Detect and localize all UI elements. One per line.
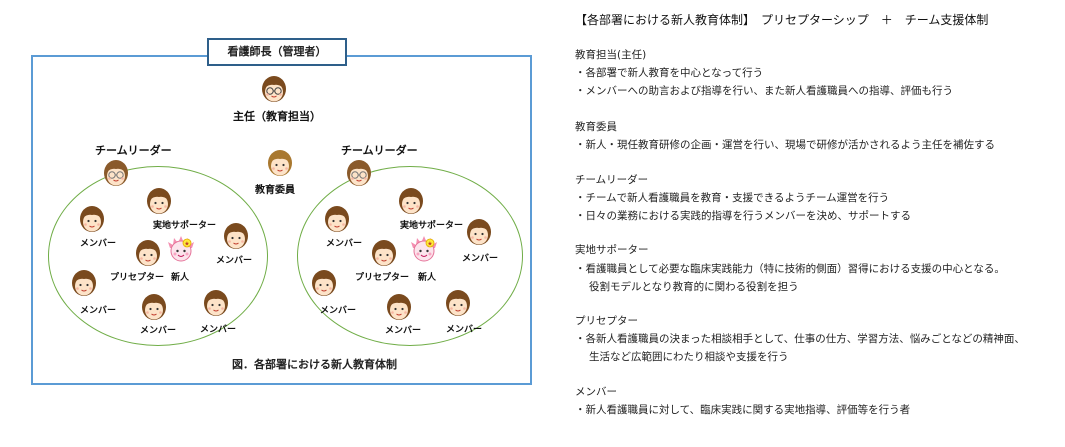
team-left-member-face-icon [70,268,98,298]
section-title-field-supporter: 実地サポーター [575,244,649,256]
section-line: ・新人・現任教育研修の企画・運営を行い、現場で研修が活かされるよう主任を補佐する [575,139,995,151]
team-right-field-supporter-face-icon [397,186,425,216]
team-left-leader-label: チームリーダー [95,144,172,157]
team-left-ellipse [48,166,268,346]
team-right-new-staff-label: 新人 [418,273,437,283]
team-left-new-staff-face-icon: ★ [167,234,195,264]
team-right-preceptor-face-icon [370,238,398,268]
section-line: 生活など広範囲にわたり相談や支援を行う [589,351,789,363]
team-left-member-label: メンバー [140,326,177,336]
team-right-member-face-icon [385,292,413,322]
section-title-team-leader: チームリーダー [575,174,649,186]
team-right-member-label: メンバー [462,254,499,264]
section-line: ・各新人看護職員の決まった相談相手として、仕事の仕方、学習方法、悩みごとなどの精… [575,333,1025,345]
section-line: ・チームで新人看護職員を教育・支援できるようチーム運営を行う [575,192,890,204]
team-left-member-face-icon [78,204,106,234]
education-committee-label: 教育委員 [255,185,295,196]
svg-text:★: ★ [184,241,189,248]
team-right-preceptor-label: プリセプター [355,273,410,283]
team-left-member-face-icon [222,221,250,251]
head-nurse-label: 看護師長（管理者） [227,45,327,58]
team-right-member-face-icon [323,204,351,234]
section-line: ・新人看護職員に対して、臨床実践に関する実地指導、評価等を行う者 [575,404,911,416]
team-left-member-label: メンバー [80,239,117,249]
team-right-ellipse [297,166,523,346]
team-left-member-label: メンバー [200,325,237,335]
section-line: ・各部署で新人教育を中心となって行う [575,67,764,79]
team-left-member-label: メンバー [80,306,117,316]
section-line: 役割モデルとなり教育的に関わる役割を担う [589,281,799,293]
team-right-field-supporter-label: 実地サポーター [400,221,464,231]
svg-text:★: ★ [427,241,432,248]
chief-label: 主任（教育担当） [233,110,321,123]
team-right-member-face-icon [310,268,338,298]
team-right-leader-label: チームリーダー [341,144,418,157]
section-title-member: メンバー [575,386,617,398]
team-right-member-label: メンバー [326,239,363,249]
team-left-leader-face-icon [102,158,130,188]
team-right-member-label: メンバー [446,325,483,335]
team-left-member-face-icon [202,288,230,318]
team-left-new-staff-label: 新人 [171,273,190,283]
team-right-leader-face-icon [345,158,373,188]
team-left-preceptor-face-icon [134,238,162,268]
team-left-field-supporter-face-icon [145,186,173,216]
education-committee-face-icon [266,148,294,178]
team-left-field-supporter-label: 実地サポーター [153,221,217,231]
head-nurse-box: 看護師長（管理者） [207,38,347,66]
team-right-member-label: メンバー [385,326,422,336]
section-title-education-committee: 教育委員 [575,121,617,133]
team-left-preceptor-label: プリセプター [110,273,165,283]
section-title-education-lead: 教育担当(主任) [575,49,647,61]
chief-face-icon [260,74,288,104]
diagram-caption: 図．各部署における新人教育体制 [232,358,397,371]
section-line: ・日々の業務における実践的指導を行うメンバーを決め、サポートする [575,210,911,222]
team-left-member-label: メンバー [216,256,253,266]
section-line: ・メンバーへの助言および指導を行い、また新人看護職員への指導、評価も行う [575,85,953,97]
section-title-preceptor: プリセプター [575,315,638,327]
section-line: ・看護職員として必要な臨床実践能力（特に技術的側面）習得における支援の中心となる… [575,263,1005,275]
team-right-member-face-icon [465,217,493,247]
team-left-member-face-icon [140,292,168,322]
team-right-member-label: メンバー [320,306,357,316]
team-right-new-staff-face-icon: ★ [410,234,438,264]
team-right-member-face-icon [444,288,472,318]
panel-title: 【各部署における新人教育体制】 プリセプターシップ ＋ チーム支援体制 [575,13,989,27]
